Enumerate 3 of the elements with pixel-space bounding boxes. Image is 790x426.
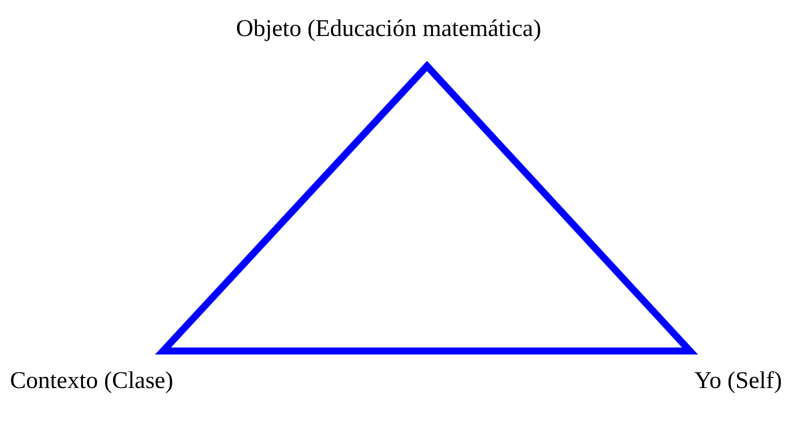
vertex-label: Objeto (Educación matemática) bbox=[236, 15, 542, 44]
vertex-label: Contexto (Clase) bbox=[10, 367, 174, 396]
vertex-label: Yo (Self) bbox=[694, 367, 782, 396]
